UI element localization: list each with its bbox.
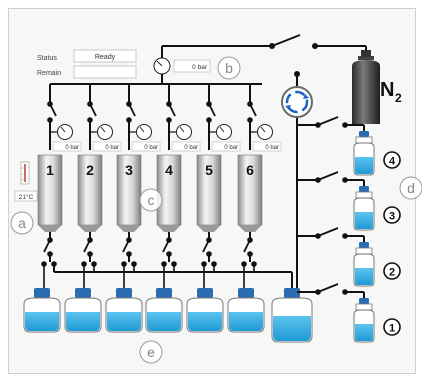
column-number-5: 5	[205, 162, 213, 178]
reservoir-valve-1[interactable]	[317, 283, 339, 293]
callout-letter-a: a	[18, 215, 26, 231]
column-3: 0 bar 3	[116, 84, 161, 262]
column-gauge-1: 0 bar	[52, 124, 82, 152]
cylinder-label: N	[380, 79, 394, 101]
column-4: 0 bar 4	[156, 84, 201, 262]
outlet-valve-4[interactable]	[162, 239, 170, 253]
reservoir-4: 4	[297, 116, 401, 176]
collection-line	[53, 267, 293, 288]
column-pressure-6: 0 bar	[265, 145, 279, 151]
collection-bottle-5	[186, 261, 224, 333]
collection-bottles	[23, 261, 265, 333]
collection-bottle-2	[64, 261, 102, 333]
columns: 0 bar 1 0 bar 2 0 bar 3 0 bar 4 0 bar 5 0 bar 6	[37, 84, 282, 262]
collection-bottle-1	[23, 261, 61, 333]
column-gauge-4: 0 bar	[171, 124, 201, 152]
reservoir-2: 2	[297, 227, 401, 287]
outlet-valve-1[interactable]	[43, 239, 51, 253]
column-2: 0 bar 2	[77, 84, 122, 262]
column-body-6	[237, 154, 263, 232]
reservoir-number-3: 3	[389, 211, 395, 223]
column-pressure-3: 0 bar	[144, 145, 158, 151]
column-body-2	[77, 154, 103, 232]
reservoir-valve-4[interactable]	[317, 116, 339, 126]
reservoir-number-2: 2	[389, 267, 395, 279]
status-field	[73, 49, 137, 63]
collection-bottle-3	[105, 261, 143, 333]
reservoir-1: 1	[297, 283, 401, 343]
cylinder-subscript: 2	[395, 91, 402, 105]
column-body-1	[37, 154, 63, 232]
temperature-value: 21°C	[19, 193, 34, 201]
reservoir-3: 3	[297, 171, 401, 231]
remain-field	[73, 65, 137, 79]
column-gauge-2: 0 bar	[92, 124, 122, 152]
collection-bottle-4	[145, 261, 183, 333]
callout-c: c	[139, 188, 163, 212]
main-gauge-value: 0 bar	[192, 64, 208, 71]
column-number-3: 3	[125, 162, 133, 178]
callout-b: b	[217, 56, 241, 80]
remain-label: Remain	[37, 70, 61, 77]
collection-bottle-6	[227, 261, 265, 333]
callout-letter-d: d	[407, 180, 415, 196]
column-pressure-4: 0 bar	[184, 145, 198, 151]
callouts: a b c d e	[10, 56, 422, 364]
outlet-valve-5[interactable]	[202, 239, 210, 253]
column-gauge-3: 0 bar	[131, 124, 161, 152]
callout-a: a	[10, 211, 34, 235]
callout-letter-e: e	[147, 344, 155, 360]
outlet-valve-2[interactable]	[83, 239, 91, 253]
waste-bottle	[271, 288, 313, 343]
main-pressure-gauge: 0 bar	[153, 57, 211, 75]
reservoirs: 4 3 2 1	[297, 116, 401, 343]
column-body-4	[156, 154, 182, 232]
main-switch[interactable]	[269, 34, 318, 77]
callout-e: e	[139, 340, 163, 364]
column-number-6: 6	[246, 162, 254, 178]
status-value: Ready	[95, 54, 116, 61]
column-number-2: 2	[86, 162, 94, 178]
column-5: 0 bar 5	[196, 84, 241, 262]
column-body-5	[196, 154, 222, 232]
outlet-valve-3[interactable]	[122, 239, 130, 253]
reservoir-number-4: 4	[389, 156, 396, 168]
column-6: 0 bar 6	[237, 84, 282, 262]
column-number-4: 4	[165, 162, 173, 178]
callout-letter-c: c	[148, 192, 155, 208]
column-1: 0 bar 1	[37, 84, 82, 262]
rotary-valve[interactable]	[281, 86, 313, 118]
reservoir-number-1: 1	[389, 323, 395, 335]
reservoir-valve-2[interactable]	[317, 227, 339, 237]
outlet-valve-6[interactable]	[243, 239, 251, 253]
column-gauge-5: 0 bar	[211, 124, 241, 152]
column-gauge-6: 0 bar	[252, 124, 282, 152]
callout-d: d	[399, 176, 422, 200]
column-number-1: 1	[46, 162, 54, 178]
column-pressure-2: 0 bar	[105, 145, 119, 151]
thermometer: 21°C	[14, 161, 38, 202]
status-label: Status	[37, 55, 57, 62]
callout-letter-b: b	[225, 60, 233, 76]
column-pressure-5: 0 bar	[224, 145, 238, 151]
reservoir-valve-3[interactable]	[317, 171, 339, 181]
status-panel: Status Ready Remain	[37, 49, 137, 79]
column-pressure-1: 0 bar	[65, 145, 79, 151]
column-body-3	[116, 154, 142, 232]
nitrogen-cylinder: N 2	[352, 50, 402, 124]
